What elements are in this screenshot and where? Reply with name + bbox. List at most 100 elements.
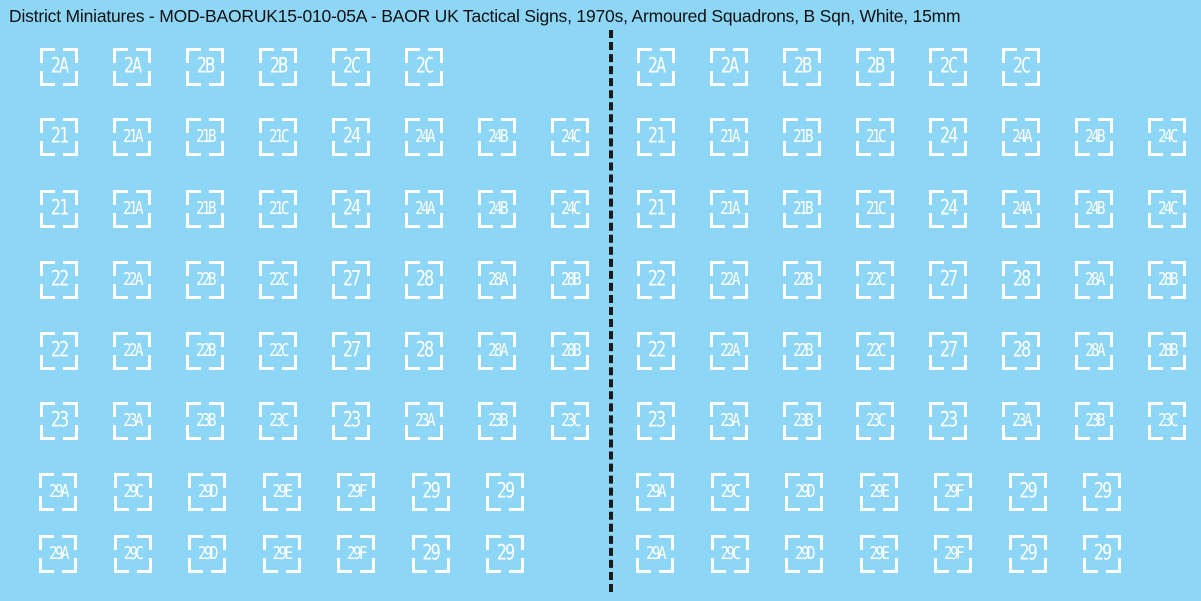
bracket-corner	[282, 71, 297, 86]
tactical-sign-decal: 22C	[856, 261, 894, 299]
bracket-corner	[113, 48, 128, 63]
bracket-corner	[1025, 118, 1040, 133]
bracket-corner	[136, 473, 152, 488]
bracket-corner	[40, 213, 55, 228]
bracket-corner	[405, 425, 420, 440]
bracket-corner	[355, 284, 370, 299]
bracket-corner	[660, 190, 675, 205]
bracket-corner	[186, 284, 201, 299]
sign-label: 29E	[869, 544, 890, 564]
bracket-corner	[710, 71, 725, 86]
bracket-corner	[1148, 213, 1163, 228]
bracket-corner	[1106, 496, 1121, 511]
bracket-corner	[136, 71, 151, 86]
bracket-corner	[710, 332, 725, 347]
bracket-corner	[337, 473, 352, 488]
bracket-corner	[659, 496, 674, 511]
bracket-corner	[209, 261, 224, 276]
bracket-corner	[478, 213, 493, 228]
sign-label: 29F	[944, 544, 964, 564]
bracket-corner	[1098, 402, 1113, 417]
bracket-corner	[186, 48, 201, 63]
tactical-sign-decal: 21A	[113, 190, 151, 228]
bracket-corner	[710, 190, 725, 205]
bracket-corner	[1171, 402, 1186, 417]
bracket-corner	[113, 558, 129, 573]
bracket-corner	[1025, 141, 1040, 156]
bracket-corner	[733, 48, 748, 63]
sign-label: 21C	[866, 199, 886, 219]
bracket-corner	[808, 496, 823, 511]
sign-label: 28A	[1085, 341, 1105, 361]
tactical-sign-decal: 27	[332, 332, 370, 370]
sign-label: 24B	[488, 127, 508, 147]
bracket-corner	[186, 141, 201, 156]
bracket-corner	[710, 473, 726, 488]
bracket-corner	[337, 496, 352, 511]
bracket-corner	[63, 261, 78, 276]
tactical-sign-decal: 28B	[551, 261, 589, 299]
bracket-corner	[63, 355, 78, 370]
sign-label: 22B	[793, 270, 813, 290]
bracket-corner	[113, 425, 128, 440]
bracket-corner	[1025, 284, 1040, 299]
sign-label: 29A	[49, 544, 69, 564]
bracket-corner	[405, 332, 420, 347]
bracket-corner	[136, 213, 151, 228]
bracket-corner	[285, 535, 301, 550]
bracket-corner	[136, 355, 151, 370]
sign-label: 27	[939, 266, 958, 292]
bracket-corner	[1002, 190, 1017, 205]
tactical-sign-decal: 29	[486, 535, 524, 573]
bracket-corner	[136, 332, 151, 347]
tactical-sign-decal: 28	[405, 332, 443, 370]
sign-label: 28B	[1158, 270, 1178, 290]
bracket-corner	[1106, 535, 1121, 550]
sign-label: 2C	[415, 53, 434, 79]
sign-label: 29D	[198, 482, 218, 502]
bracket-corner	[1031, 535, 1047, 550]
bracket-corner	[209, 355, 224, 370]
bracket-corner	[186, 261, 201, 276]
bracket-corner	[63, 332, 78, 347]
sign-label: 29D	[795, 482, 815, 502]
bracket-corner	[211, 496, 226, 511]
tactical-sign-decal: 29F	[337, 473, 375, 511]
bracket-corner	[636, 558, 651, 573]
tactical-sign-decal: 22B	[186, 261, 224, 299]
bracket-corner	[1171, 284, 1186, 299]
tactical-sign-decal: 21	[40, 190, 78, 228]
bracket-corner	[806, 332, 821, 347]
bracket-corner	[509, 535, 524, 550]
bracket-corner	[879, 332, 894, 347]
bracket-corner	[509, 473, 524, 488]
bracket-corner	[1002, 213, 1017, 228]
sign-label: 23A	[1012, 411, 1032, 431]
bracket-corner	[113, 355, 128, 370]
sign-label: 24A	[415, 127, 435, 147]
bracket-corner	[428, 425, 443, 440]
bracket-corner	[113, 332, 128, 347]
bracket-corner	[282, 402, 297, 417]
bracket-corner	[188, 558, 203, 573]
bracket-corner	[332, 425, 347, 440]
bracket-corner	[710, 118, 725, 133]
bracket-corner	[929, 118, 944, 133]
tactical-sign-decal: 28	[1002, 261, 1040, 299]
bracket-corner	[1098, 118, 1113, 133]
bracket-corner	[1031, 496, 1047, 511]
sign-label: 22	[647, 266, 666, 292]
bracket-corner	[40, 118, 55, 133]
bracket-corner	[486, 558, 501, 573]
bracket-corner	[62, 496, 77, 511]
bracket-corner	[262, 496, 278, 511]
bracket-corner	[636, 473, 651, 488]
bracket-corner	[282, 118, 297, 133]
bracket-corner	[934, 496, 949, 511]
bracket-corner	[952, 141, 967, 156]
sign-label: 23B	[1085, 411, 1105, 431]
bracket-corner	[1075, 355, 1090, 370]
sign-label: 22A	[720, 341, 740, 361]
sheet-title: District Miniatures - MOD-BAORUK15-010-0…	[9, 6, 961, 26]
bracket-corner	[710, 284, 725, 299]
